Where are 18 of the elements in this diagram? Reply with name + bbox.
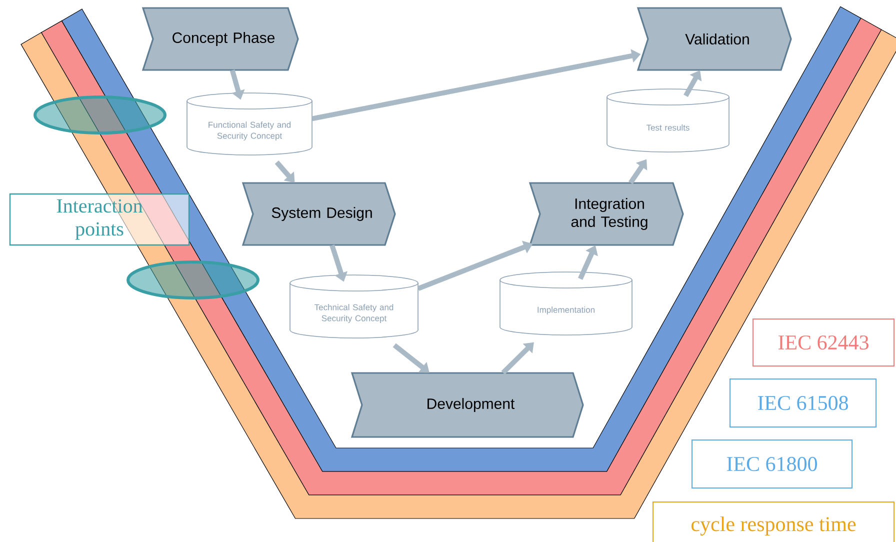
process-step: Integration and Testing xyxy=(528,182,684,246)
process-step: Concept Phase xyxy=(142,7,299,71)
process-step: Development xyxy=(350,372,584,438)
storage-cylinder: Implementation xyxy=(500,272,632,336)
process-step: Validation xyxy=(636,7,792,71)
storage-cylinder: Functional Safety and Security Concept xyxy=(186,92,312,156)
label-box: cycle response time xyxy=(652,502,894,542)
process-step: System Design xyxy=(242,182,396,246)
arrow xyxy=(392,343,430,373)
label-box: IEC 61800 xyxy=(692,440,852,488)
highlight-ellipse xyxy=(126,260,260,300)
storage-cylinder: Test results xyxy=(606,88,730,152)
label-box: IEC 61508 xyxy=(730,378,876,428)
storage-cylinder: Technical Safety and Security Concept xyxy=(290,274,418,338)
highlight-ellipse xyxy=(34,96,166,134)
note-box: Interaction points xyxy=(9,193,190,246)
arrow xyxy=(501,342,534,375)
label-box: IEC 62443 xyxy=(752,318,894,366)
